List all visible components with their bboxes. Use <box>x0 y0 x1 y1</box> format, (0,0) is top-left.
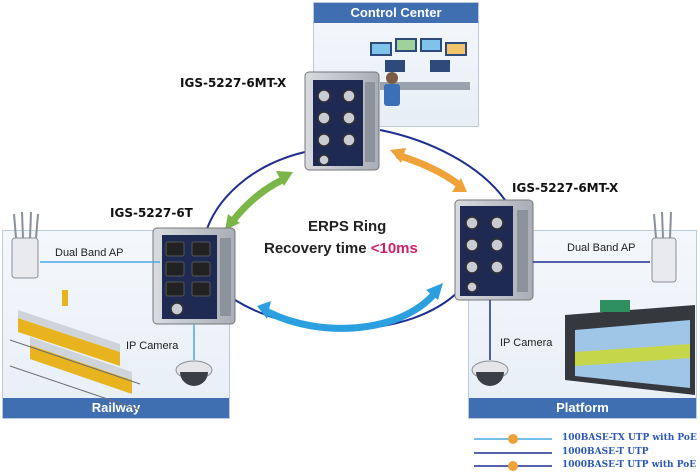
switch-left-model: IGS-5227-6T <box>110 206 193 220</box>
platform-camera-label: IP Camera <box>500 337 553 349</box>
platform-ap <box>651 211 677 283</box>
railway-ap-label: Dual Band AP <box>55 247 124 259</box>
green-arrow <box>225 171 293 230</box>
legend-label-3: 1000BASE-T UTP with PoE <box>562 460 697 470</box>
ring-recovery-time: Recovery time <10ms <box>264 240 418 257</box>
switch-top-model: IGS-5227-6MT-X <box>180 76 287 90</box>
switch-right-model: IGS-5227-6MT-X <box>512 181 619 195</box>
ring-recovery-prefix: Recovery time <box>264 240 371 257</box>
platform-ap-label: Dual Band AP <box>567 242 636 254</box>
railway-title: Railway <box>3 398 229 418</box>
platform-title: Platform <box>469 398 696 418</box>
legend-label-1: 100BASE-TX UTP with PoE <box>562 433 697 443</box>
switch-left <box>152 227 236 325</box>
legend-label-2: 1000BASE-T UTP <box>562 447 649 457</box>
railway-camera-label: IP Camera <box>126 340 179 352</box>
orange-arrow <box>390 148 467 192</box>
legend-swatches <box>474 434 552 471</box>
platform-camera <box>471 360 509 386</box>
control-center-workstation <box>370 38 470 106</box>
railway-camera <box>175 360 213 386</box>
ring-title: ERPS Ring <box>308 218 387 235</box>
railway-ap <box>11 211 39 279</box>
railway-train <box>9 290 141 411</box>
platform-station <box>565 300 695 395</box>
blue-arrow <box>257 283 443 332</box>
switch-top <box>304 71 380 171</box>
switch-right <box>454 199 534 301</box>
ring-recovery-value: <10ms <box>370 240 418 257</box>
control-center-title: Control Center <box>314 3 478 23</box>
